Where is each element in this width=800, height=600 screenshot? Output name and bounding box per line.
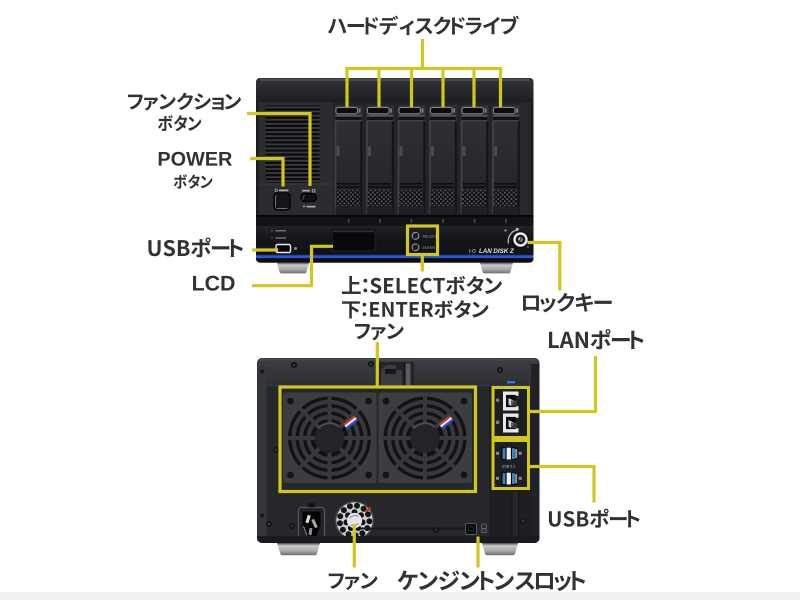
svg-text:ENTER: ENTER (423, 246, 436, 250)
svg-text:SELECT: SELECT (423, 234, 438, 238)
svg-text:I·O: I·O (469, 249, 476, 255)
svg-text:USB 3.1: USB 3.1 (502, 464, 515, 468)
svg-text:LAN DISK Z: LAN DISK Z (479, 248, 514, 255)
